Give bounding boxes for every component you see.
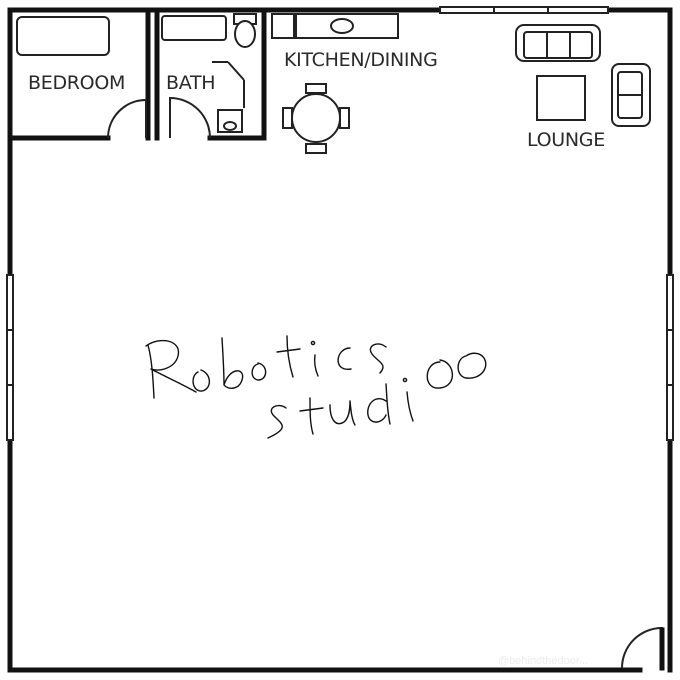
entrance-door-swing (621, 626, 663, 669)
watermark-text: @behindthedoor... (498, 655, 588, 667)
coffee-table-icon (536, 75, 586, 121)
bed-icon (16, 16, 110, 56)
dining-table-icon (282, 83, 350, 154)
lounge-label: LOUNGE (527, 129, 605, 151)
interior-walls (7, 9, 267, 141)
bath-door-swing (169, 96, 211, 139)
toilet-bowl-icon (234, 20, 256, 48)
bedroom-label: BEDROOM (28, 72, 125, 94)
kitchen-counter (271, 13, 399, 39)
bedroom-door-swing (107, 98, 147, 139)
handwritten-annotation (145, 335, 487, 439)
bath-label: BATH (166, 72, 215, 94)
lounge-furniture (515, 24, 651, 127)
kitchen-sink-icon (330, 18, 354, 34)
handwritten-studio (267, 352, 487, 439)
windows (6, 6, 674, 441)
bathtub-icon (161, 15, 227, 41)
handwritten-robotics (145, 335, 387, 399)
sofa-icon (515, 24, 601, 62)
bedroom (16, 16, 147, 139)
bathroom (161, 13, 257, 139)
kitchen-dining-label: KITCHEN/DINING (284, 49, 438, 71)
